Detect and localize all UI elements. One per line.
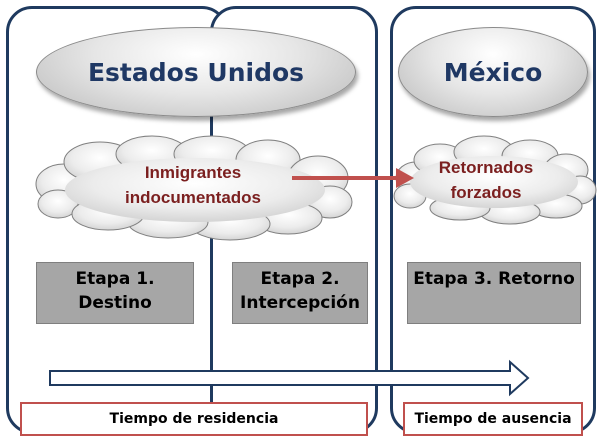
cloud-retornados-line2: forzados <box>450 183 522 202</box>
stage-destino-line2: Destino <box>78 293 152 313</box>
cloud-inmigrantes-label: Inmigrantes indocumentados <box>108 160 278 210</box>
stage-intercepcion-line1: Etapa 2. <box>260 269 340 289</box>
region-estados-unidos: Estados Unidos <box>36 27 356 117</box>
tiempo-residencia-label: Tiempo de residencia <box>109 411 279 427</box>
cloud-inmigrantes-line2: indocumentados <box>124 188 261 207</box>
stage-destino-line1: Etapa 1. <box>75 269 155 289</box>
cloud-inmigrantes-line1: Inmigrantes <box>144 163 242 182</box>
stage-retorno: Etapa 3. Retorno <box>407 262 581 324</box>
stage-intercepcion-line2: Intercepción <box>240 293 360 313</box>
arrow-retorno-forzado <box>292 168 414 188</box>
cloud-retornados-line1: Retornados <box>438 158 534 177</box>
cloud-inmigrantes <box>35 135 353 241</box>
cloud-retornados-label: Retornados forzados <box>426 155 546 205</box>
tiempo-ausencia-label: Tiempo de ausencia <box>414 411 572 427</box>
stage-destino: Etapa 1. Destino <box>36 262 194 324</box>
region-mexico-label: México <box>443 57 543 87</box>
tiempo-residencia-box: Tiempo de residencia <box>20 402 368 436</box>
tiempo-ausencia-box: Tiempo de ausencia <box>403 402 583 436</box>
stage-intercepcion: Etapa 2. Intercepción <box>232 262 368 324</box>
arrow-tiempo <box>49 359 530 397</box>
stage-retorno-line1: Etapa 3. Retorno <box>413 269 575 289</box>
cloud-retornados <box>393 135 597 225</box>
region-estados-unidos-label: Estados Unidos <box>87 57 305 87</box>
region-mexico: México <box>398 27 588 117</box>
